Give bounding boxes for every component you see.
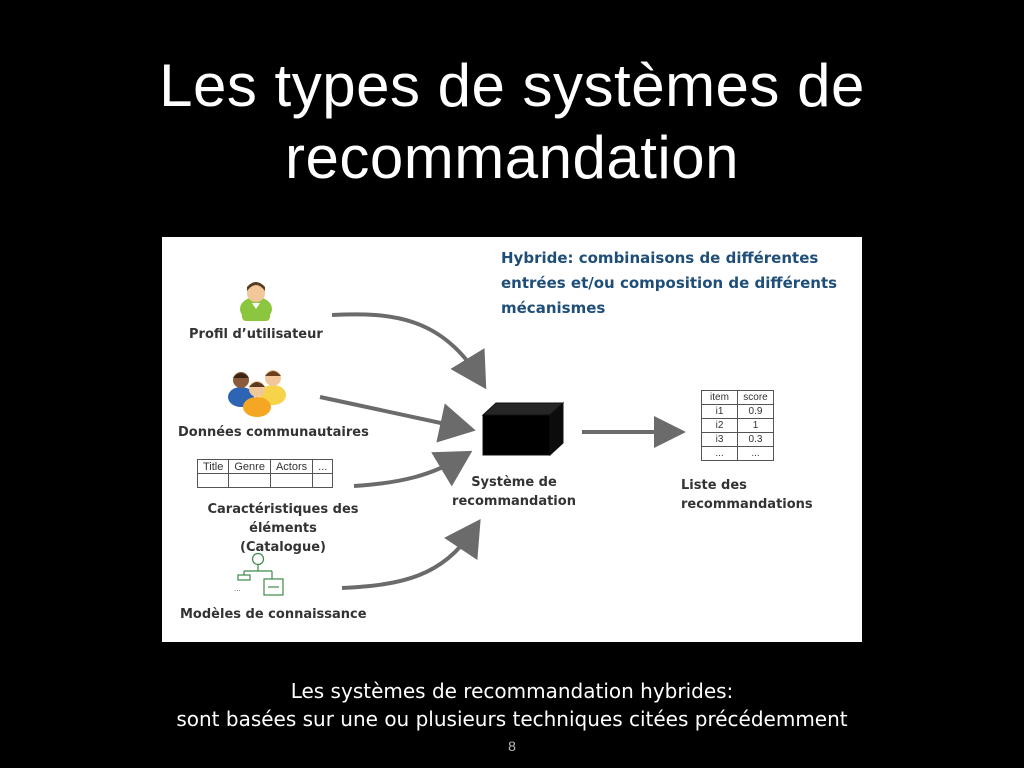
score-cell: 0.3 bbox=[737, 432, 774, 447]
score-row: i2 1 bbox=[701, 418, 774, 433]
catalogue-empty-row bbox=[196, 473, 334, 488]
score-col-score: score bbox=[737, 390, 774, 405]
score-row: ... ... bbox=[701, 446, 774, 461]
label-community-data: Données communautaires bbox=[178, 425, 369, 440]
catalogue-cell bbox=[228, 473, 271, 488]
slide-caption-line2: sont basées sur une ou plusieurs techniq… bbox=[176, 707, 848, 731]
score-cell: ... bbox=[737, 446, 774, 461]
catalogue-cell bbox=[196, 473, 230, 488]
label-system: Système de recommandation bbox=[444, 473, 584, 511]
label-system-line2: recommandation bbox=[452, 494, 576, 509]
knowledge-tree-icon: ... bbox=[234, 552, 284, 596]
page-number: 8 bbox=[508, 738, 516, 754]
svg-text:...: ... bbox=[234, 584, 241, 593]
score-cell: i1 bbox=[701, 404, 738, 419]
score-row: i3 0.3 bbox=[701, 432, 774, 447]
score-row: i1 0.9 bbox=[701, 404, 774, 419]
catalogue-col-more: ... bbox=[312, 459, 334, 474]
hybrid-heading-line2: entrées et/ou composition de différents bbox=[501, 274, 838, 292]
slide-title-line2: recommandation bbox=[285, 124, 739, 191]
label-knowledge-models: Modèles de connaissance bbox=[180, 607, 367, 622]
hybrid-heading: Hybride: combinaisons de différentes ent… bbox=[501, 246, 851, 321]
label-item-features: Caractéristiques des éléments (Catalogue… bbox=[176, 500, 390, 557]
single-user-icon bbox=[240, 282, 272, 321]
catalogue-col-title: Title bbox=[196, 459, 230, 474]
catalogue-header-row: Title Genre Actors ... bbox=[196, 459, 334, 474]
hybrid-recommender-diagram: Hybride: combinaisons de différentes ent… bbox=[162, 237, 862, 642]
score-cell: 1 bbox=[737, 418, 774, 433]
catalogue-col-actors: Actors bbox=[269, 459, 314, 474]
catalogue-col-genre: Genre bbox=[228, 459, 271, 474]
arrow-knowledge-models bbox=[341, 519, 481, 590]
black-box-icon bbox=[481, 401, 565, 457]
catalogue-table: Title Genre Actors ... bbox=[196, 459, 334, 488]
catalogue-cell bbox=[312, 473, 334, 488]
slide-title: Les types de systèmes de recommandation bbox=[0, 50, 1024, 194]
slide-title-line1: Les types de systèmes de bbox=[159, 52, 865, 119]
slide-caption: Les systèmes de recommandation hybrides:… bbox=[0, 677, 1024, 733]
label-item-features-line2: (Catalogue) bbox=[240, 540, 326, 555]
score-header-row: item score bbox=[701, 390, 774, 405]
label-system-line1: Système de bbox=[471, 475, 557, 490]
label-output-line1: Liste des bbox=[681, 478, 747, 493]
score-col-item: item bbox=[701, 390, 738, 405]
arrow-item-features bbox=[353, 450, 473, 488]
label-user-profile: Profil d’utilisateur bbox=[189, 327, 323, 342]
label-output: Liste des recommandations bbox=[681, 476, 813, 514]
hybrid-heading-line3: mécanismes bbox=[501, 299, 606, 317]
arrow-community-data bbox=[319, 395, 476, 443]
hybrid-heading-line1: Hybride: combinaisons de différentes bbox=[501, 249, 819, 267]
score-table: item score i1 0.9 i2 1 i3 0.3 ... ... bbox=[701, 390, 774, 461]
score-cell: 0.9 bbox=[737, 404, 774, 419]
catalogue-cell bbox=[269, 473, 314, 488]
label-item-features-line1: Caractéristiques des éléments bbox=[207, 502, 359, 536]
score-cell: i3 bbox=[701, 432, 738, 447]
diagram-graphics: ... bbox=[228, 282, 686, 596]
group-users-icon bbox=[228, 370, 286, 417]
arrow-user-profile bbox=[331, 312, 487, 390]
score-cell: ... bbox=[701, 446, 738, 461]
score-cell: i2 bbox=[701, 418, 738, 433]
slide-caption-line1: Les systèmes de recommandation hybrides: bbox=[290, 679, 734, 703]
label-output-line2: recommandations bbox=[681, 497, 813, 512]
